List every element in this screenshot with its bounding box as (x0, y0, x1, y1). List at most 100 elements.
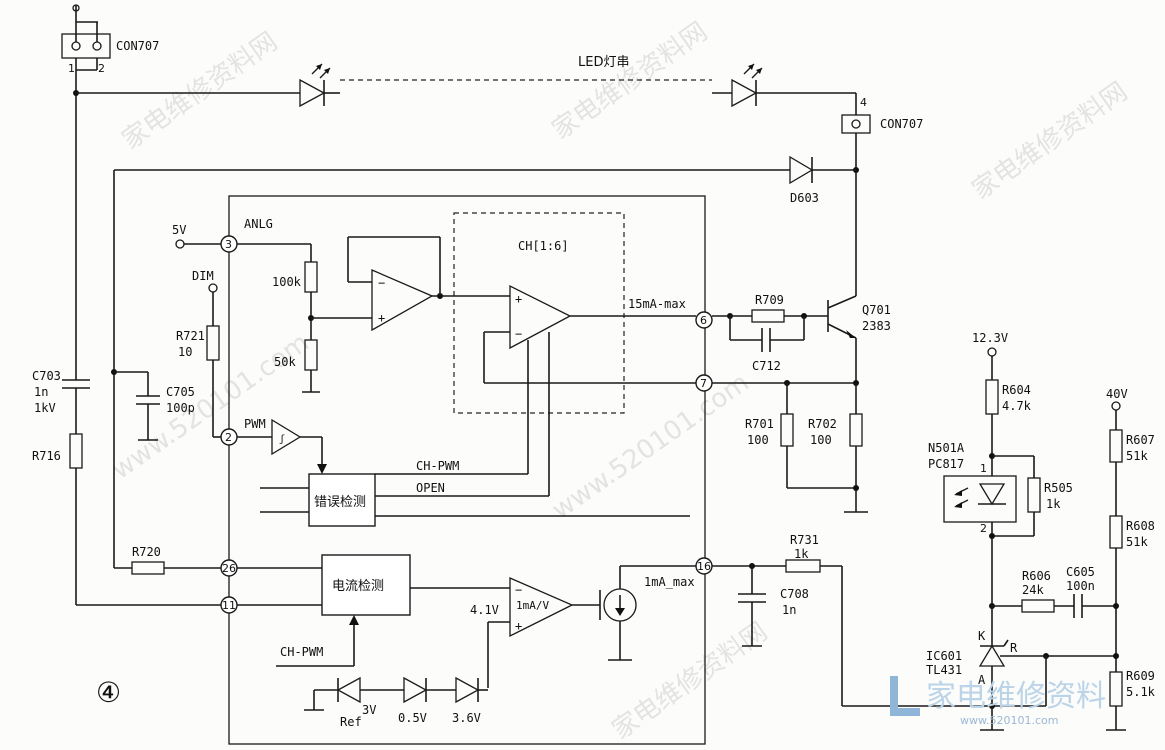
c712-label: C712 (752, 359, 781, 373)
v5-label: 5V (172, 223, 186, 237)
feedback-section: 12.3V R604 4.7k R505 1k N501A PC817 1 2 … (926, 331, 1156, 731)
v123-label: 12.3V (972, 331, 1008, 345)
v41-label: 4.1V (470, 603, 499, 617)
left-rc-network: C703 1n 1kV R716 C705 100p R720 (32, 178, 221, 606)
svg-text:−: − (515, 583, 522, 597)
r609-value: 5.1k (1126, 685, 1156, 699)
r702-label: R702 (808, 417, 837, 431)
section-marker: ④ (96, 676, 121, 709)
r607-label: R607 (1126, 433, 1155, 447)
r721-value: 10 (178, 345, 192, 359)
anlg-label: ANLG (244, 217, 273, 231)
watermark-text: 家电维修资料网 (607, 617, 773, 746)
logo-url: www.520101.com (960, 714, 1058, 727)
open-label: OPEN (416, 481, 445, 495)
c708-label: C708 (780, 587, 809, 601)
con707-right-label: CON707 (880, 117, 923, 131)
c703-value2: 1kV (34, 401, 56, 415)
r606-label: R606 (1022, 569, 1051, 583)
current-detect-label: 电流检测 (332, 579, 384, 594)
led-string-section: CON707 1 2 LED灯串 4 CON707 (61, 4, 923, 296)
r731-label: R731 (790, 533, 819, 547)
v3-label: 3V (362, 703, 376, 717)
channel-block-outline (453, 212, 625, 414)
c705-label: C705 (166, 385, 195, 399)
d603-section: D603 (113, 155, 856, 568)
tl431-label: TL431 (926, 663, 962, 677)
ma15-label: 15mA-max (628, 297, 686, 311)
d603-label: D603 (790, 191, 819, 205)
q701-label: Q701 (862, 303, 891, 317)
pin-7: 7 (700, 377, 707, 390)
r709-label: R709 (755, 293, 784, 307)
r731-value: 1k (794, 547, 809, 561)
watermark-text: www.520101.com (107, 328, 315, 486)
c605-label: C605 (1066, 565, 1095, 579)
con-pin1-label: 1 (68, 62, 75, 75)
tl431-k-label: K (978, 629, 986, 643)
c703-value1: 1n (34, 385, 48, 399)
con-pin2-label: 2 (98, 62, 105, 75)
ref-label: Ref (340, 715, 362, 729)
svg-text:+: + (515, 292, 522, 306)
con707-top-label: CON707 (116, 39, 159, 53)
r720-label: R720 (132, 545, 161, 559)
watermark-text: www.520101.com (547, 368, 755, 526)
r606-value: 24k (1022, 583, 1044, 597)
pc817-label: PC817 (928, 457, 964, 471)
r50k-label: 50k (274, 355, 296, 369)
c703-label: C703 (32, 369, 61, 383)
r721-label: R721 (176, 329, 205, 343)
r701-label: R701 (745, 417, 774, 431)
r100k-label: 100k (272, 275, 302, 289)
v05-label: 0.5V (398, 711, 427, 725)
c605-value: 100n (1066, 579, 1095, 593)
opto-pin2: 2 (980, 522, 987, 535)
svg-text:−: − (515, 327, 522, 341)
ch-pwm-label: CH-PWM (416, 459, 459, 473)
site-logo: 家电维修资料 www.520101.com (890, 676, 1106, 727)
reference-diode-chain: Ref 3V 0.5V 3.6V (304, 676, 488, 729)
led-diode-icon (731, 63, 763, 108)
watermark-text: 家电维修资料网 (967, 77, 1133, 206)
con707-pin4-label: 4 (860, 96, 867, 109)
pin-26: 26 (222, 562, 236, 575)
ic-pins: 3 2 26 11 6 7 16 (220, 235, 713, 614)
c708-value: 1n (782, 603, 796, 617)
channel-opamp: + − 15mA-max (483, 284, 696, 496)
current-amp-section: 1mA/V − + 4.1V 1mA_max (470, 565, 696, 688)
pin-2: 2 (225, 431, 232, 444)
error-detect-block: 错误检测 CH-PWM OPEN (260, 459, 690, 527)
reference-divider: 5V ANLG 100k 50k (172, 217, 372, 393)
r604-value: 4.7k (1002, 399, 1032, 413)
led-string-label: LED灯串 (578, 55, 629, 70)
r505-value: 1k (1046, 497, 1061, 511)
ch-pwm2-label: CH-PWM (280, 645, 323, 659)
svg-text:+: + (378, 311, 385, 325)
c705-value: 100p (166, 401, 195, 415)
pin-3: 3 (225, 238, 232, 251)
c708-r731-section: C708 1n R731 1k (712, 533, 992, 707)
svg-text:ʃ: ʃ (279, 434, 285, 445)
r608-label: R608 (1126, 519, 1155, 533)
logo-text: 家电维修资料 (926, 679, 1106, 714)
opto-pin1: 1 (980, 462, 987, 475)
tl431-r-label: R (1010, 641, 1018, 655)
r701-value: 100 (747, 433, 769, 447)
output-transistor-section: R709 C712 Q701 2383 R701 100 R702 100 (712, 293, 891, 513)
buffer-opamp: − + (347, 236, 510, 332)
dim-pwm-section: DIM R721 10 PWM ʃ (176, 269, 327, 474)
r604-label: R604 (1002, 383, 1031, 397)
svg-text:+: + (515, 619, 522, 633)
watermark-text: 家电维修资料网 (547, 17, 713, 146)
v40-label: 40V (1106, 387, 1128, 401)
pin-11: 11 (222, 599, 236, 612)
ic601-label: IC601 (926, 649, 962, 663)
led-diode-icon (299, 63, 331, 108)
current-detect-block: 电流检测 CH-PWM (237, 554, 510, 667)
v36-label: 3.6V (452, 711, 481, 725)
error-detect-label: 错误检测 (314, 495, 366, 510)
channel-block-label: CH[1:6] (518, 239, 569, 253)
